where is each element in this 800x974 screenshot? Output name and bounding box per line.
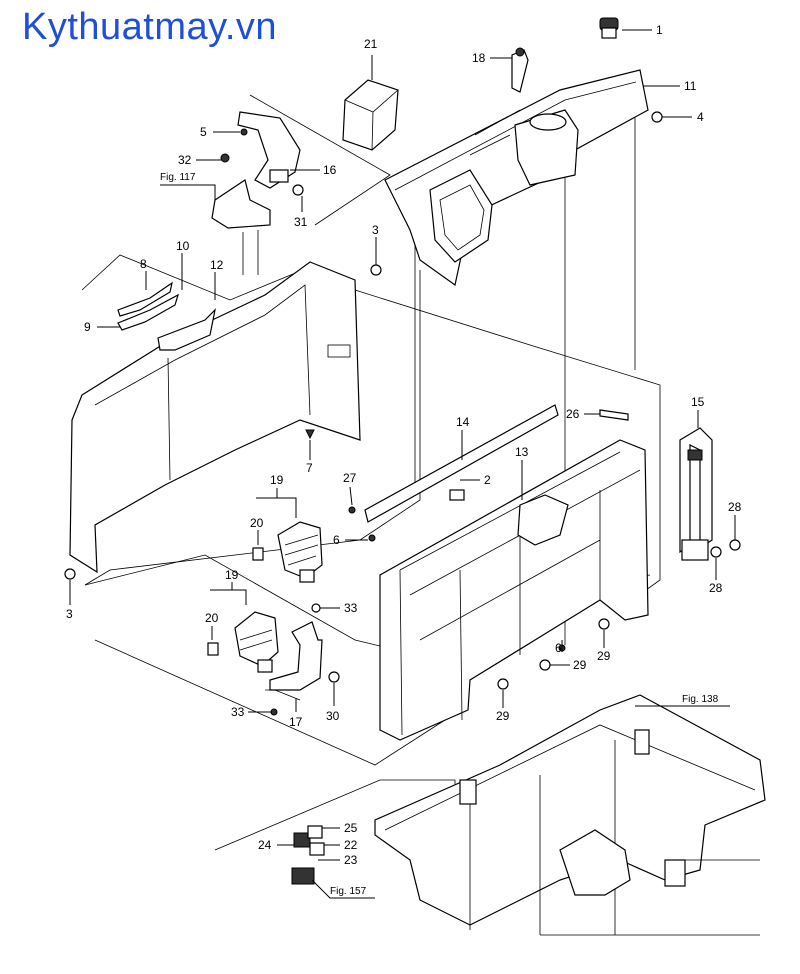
fig-157-ref: Fig. 157 [330, 886, 367, 897]
callout-3-bottom: 3 [66, 607, 73, 621]
callout-17: 17 [289, 715, 303, 729]
part-front-cover [69, 261, 361, 574]
callout-13: 13 [515, 445, 529, 459]
site-watermark: Kythuatmay.vn [22, 6, 278, 48]
callout-6-center: 6 [555, 641, 562, 655]
hardware-fasteners [64, 111, 741, 716]
callout-25: 25 [344, 821, 358, 835]
callout-leader-lines [69, 29, 736, 899]
part-dashboard-panel [384, 69, 649, 287]
callout-28-upper: 28 [728, 500, 742, 514]
callout-6-left: 6 [333, 533, 340, 547]
part-relay-group [291, 825, 325, 885]
callout-3-top: 3 [372, 223, 379, 237]
fig-117-ref: Fig. 117 [160, 172, 196, 183]
callout-20-upper: 20 [250, 516, 264, 530]
callout-8: 8 [140, 257, 147, 271]
callout-20-lower: 20 [205, 611, 219, 625]
part-lamp-bulbs [207, 547, 264, 656]
callout-16: 16 [323, 163, 337, 177]
callout-5: 5 [200, 125, 207, 139]
callout-30: 30 [326, 709, 340, 723]
part-main-frame [379, 439, 649, 741]
callout-26: 26 [566, 407, 580, 421]
callout-9: 9 [84, 320, 91, 334]
callout-14: 14 [456, 415, 470, 429]
callout-15: 15 [691, 395, 705, 409]
callout-22: 22 [344, 838, 358, 852]
callout-31: 31 [294, 215, 308, 229]
part-mount-bracket [237, 111, 301, 189]
callout-33-lower: 33 [231, 705, 245, 719]
part-fig117-bracket [211, 179, 271, 275]
part-small-rod [599, 409, 629, 421]
figure-references: Fig. 117 Fig. 138 Fig. 157 [160, 172, 719, 897]
fig-138-ref: Fig. 138 [682, 694, 719, 705]
part-lamp-bracket [265, 621, 323, 701]
callout-19-lower: 19 [225, 568, 239, 582]
callout-33-upper: 33 [344, 601, 358, 615]
part-long-bar [364, 404, 559, 523]
part-chassis-frame [374, 694, 766, 936]
callout-10: 10 [176, 239, 190, 253]
part-work-lamp-upper [277, 521, 323, 583]
part-key-switch [599, 17, 619, 39]
callout-12: 12 [210, 258, 224, 272]
part-cable-clip [511, 47, 529, 93]
callout-21: 21 [364, 37, 378, 51]
callout-2: 2 [484, 473, 491, 487]
callout-29-right: 29 [597, 649, 611, 663]
callout-24: 24 [258, 838, 272, 852]
part-clip-strips [117, 281, 216, 351]
callout-labels: 1 18 11 4 21 5 32 16 31 3 8 10 12 9 7 3 … [66, 23, 742, 867]
callout-28-lower: 28 [709, 581, 723, 595]
callout-1: 1 [656, 23, 663, 37]
callout-23: 23 [344, 853, 358, 867]
part-grab-handle [679, 427, 713, 561]
callout-11: 11 [684, 79, 697, 93]
callout-29-left: 29 [496, 709, 510, 723]
callout-18: 18 [472, 51, 486, 65]
callout-32: 32 [178, 153, 192, 167]
callout-4: 4 [697, 110, 704, 124]
part-work-lamp-lower [234, 611, 279, 673]
callout-29-middle: 29 [573, 658, 587, 672]
callout-19-upper: 19 [270, 473, 284, 487]
callout-27: 27 [343, 471, 357, 485]
part-controller-box [342, 79, 399, 151]
callout-7: 7 [306, 461, 313, 475]
